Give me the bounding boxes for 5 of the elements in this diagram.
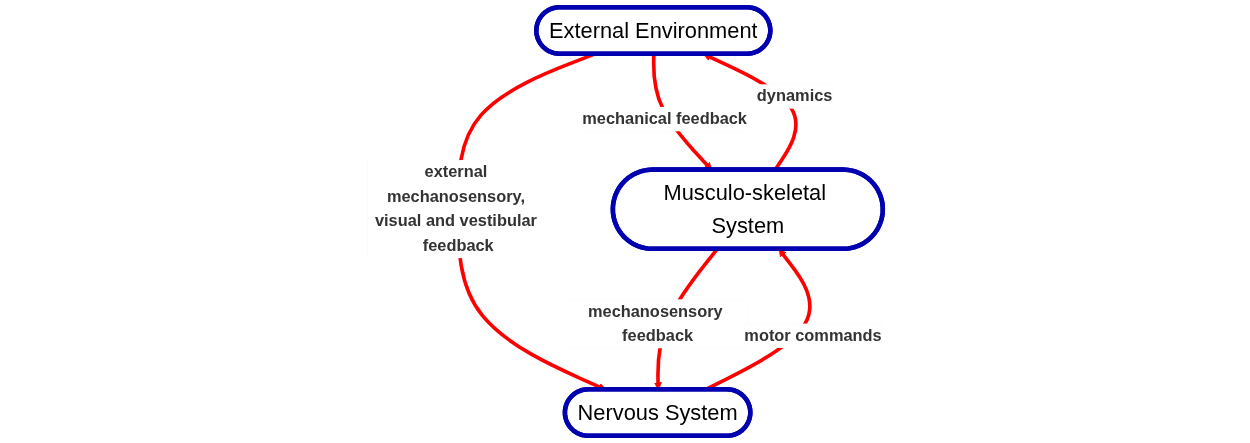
- edge-label: mechanical feedback: [582, 109, 747, 128]
- edge-label: dynamics: [756, 86, 833, 106]
- edge-label: mechanosensory feedback: [587, 301, 723, 345]
- edge-label: external mechanosensory, visual and vestibular feedback: [374, 162, 537, 255]
- edge-label: motor commands: [744, 326, 882, 345]
